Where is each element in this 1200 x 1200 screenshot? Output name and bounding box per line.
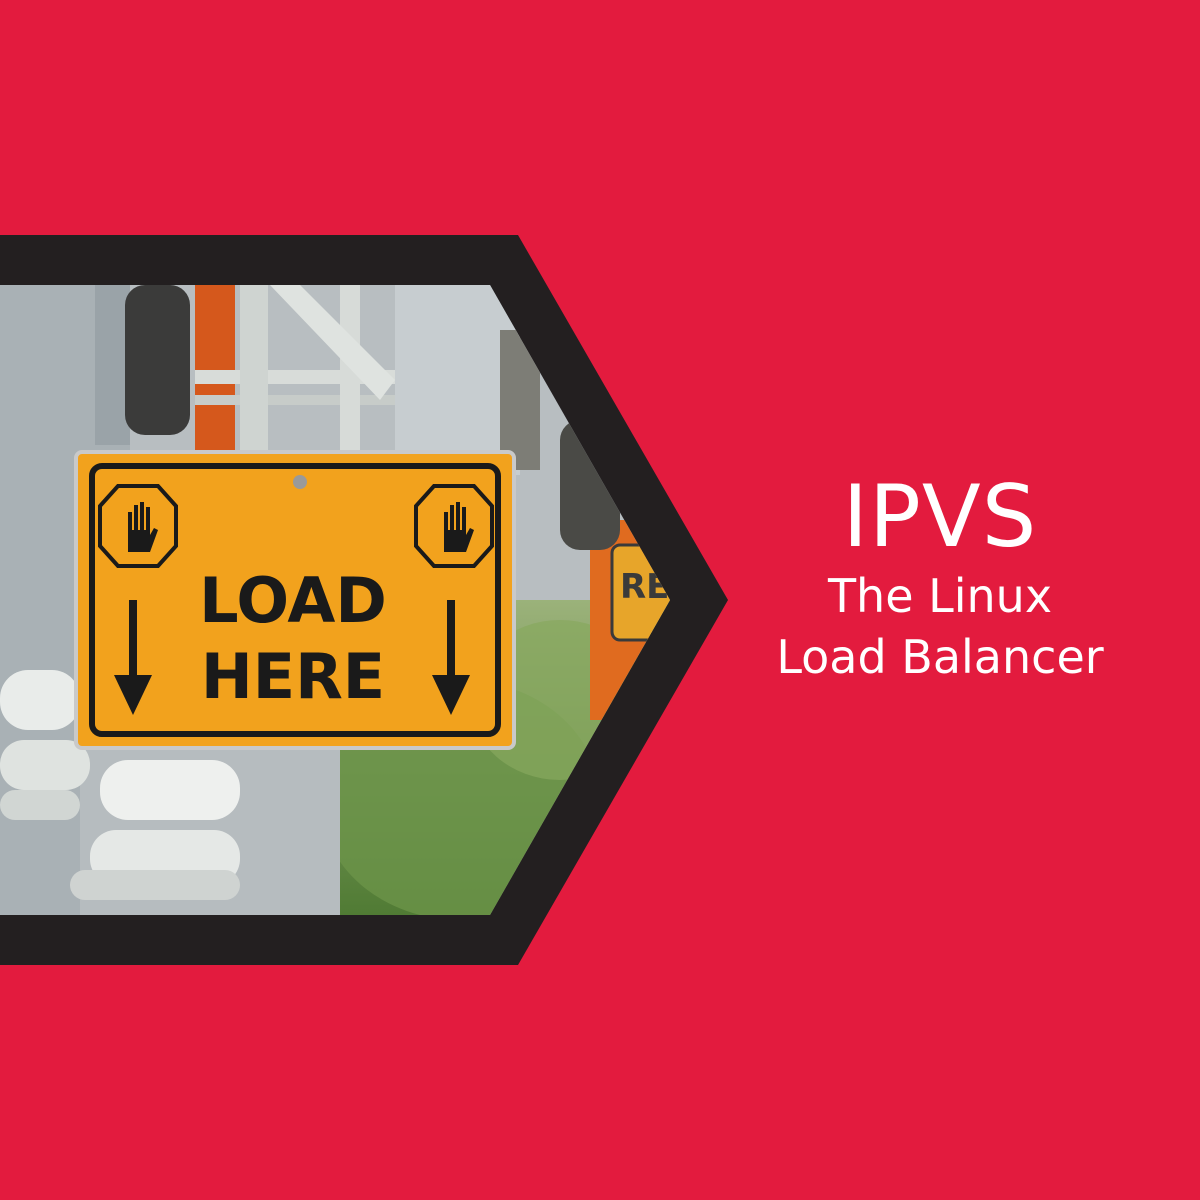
load-here-sign: LOAD HERE	[74, 450, 516, 750]
stop-hand-icon	[98, 484, 178, 568]
page-title: IPVS	[842, 467, 1038, 567]
sign-line-load: LOAD	[199, 564, 387, 637]
down-arrow-icon	[432, 600, 470, 715]
down-arrow-icon	[114, 600, 152, 715]
stop-hand-icon	[414, 484, 494, 568]
subtitle-line-1: The Linux	[827, 568, 1053, 623]
sign-line-here: HERE	[201, 640, 385, 713]
title-block: IPVS The Linux Load Balancer	[740, 470, 1140, 688]
subtitle-line-2: Load Balancer	[776, 630, 1104, 685]
